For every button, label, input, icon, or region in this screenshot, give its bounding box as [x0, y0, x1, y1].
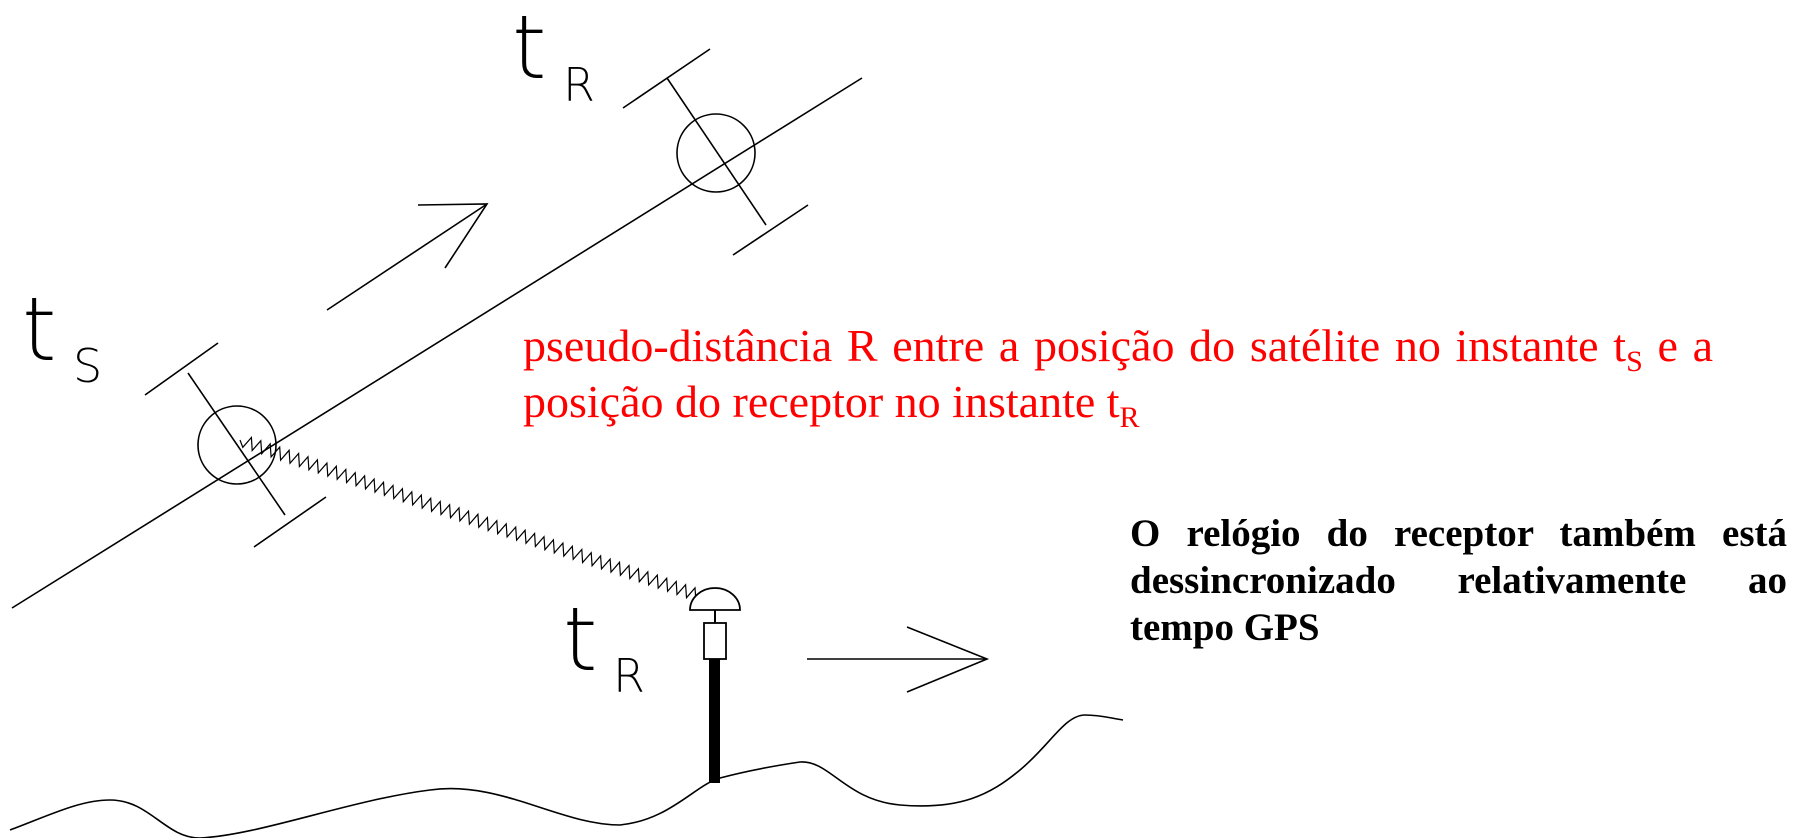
signal-wave-icon — [239, 436, 713, 606]
satellite-icon-tS — [144, 342, 327, 548]
motion-arrow-icon-orbit — [326, 203, 489, 311]
gps-receiver-icon — [689, 587, 741, 783]
label-t-S: t — [22, 278, 57, 381]
terrain-line — [9, 714, 1124, 838]
motion-arrow-icon-receiver — [807, 626, 990, 693]
label-t-R-ground-sub: R — [613, 649, 645, 703]
receiver-clock-note: O relógio do receptor também está dessin… — [1130, 512, 1787, 649]
pseudorange-caption: pseudo-distância R entre a posição do sa… — [523, 318, 1713, 433]
satellite-icon-tR — [622, 48, 809, 256]
caption-part2: e a posição do receptor no instante t — [523, 320, 1713, 427]
caption-part1: pseudo-distância R entre a posição do sa… — [523, 320, 1627, 371]
label-t-R-ground: t — [563, 588, 598, 691]
label-t-R-top-sub: R — [563, 58, 595, 112]
label-t-R-top: t — [512, 0, 547, 99]
orbit-line — [11, 77, 863, 609]
caption-sub-S: S — [1626, 345, 1643, 378]
label-t-S-sub: S — [73, 339, 102, 393]
caption-sub-R: R — [1119, 401, 1140, 434]
